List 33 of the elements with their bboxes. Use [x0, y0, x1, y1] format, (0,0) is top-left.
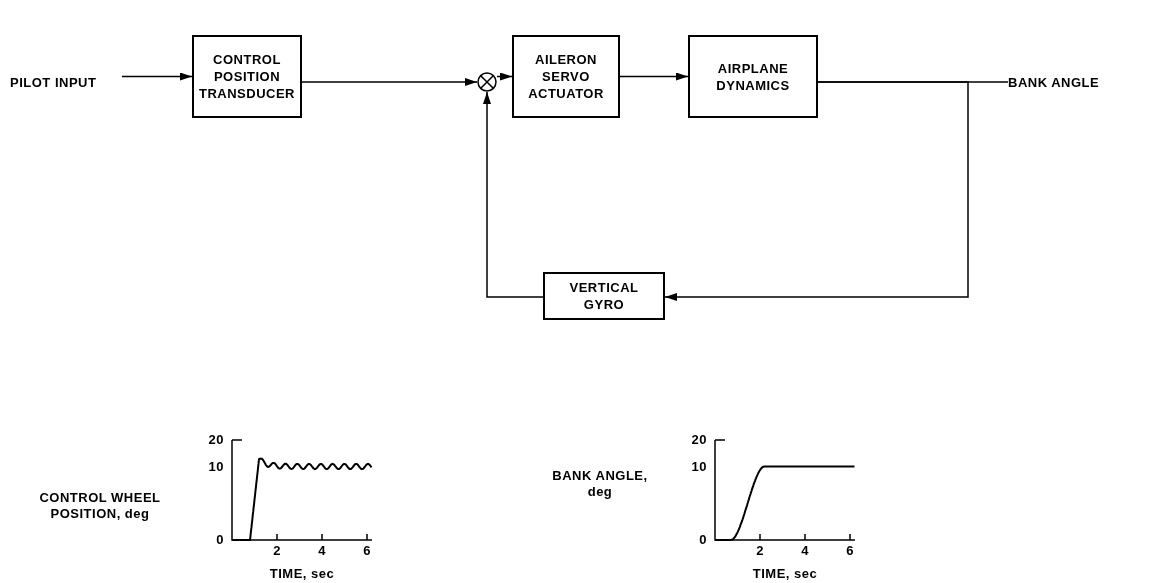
block-box	[688, 35, 818, 118]
tick-label: 2	[755, 543, 765, 559]
tick-label: 20	[690, 432, 707, 448]
tick-label: 4	[800, 543, 810, 559]
tick-label: 10	[690, 458, 707, 475]
axis-title: BANK ANGLE, deg	[551, 468, 649, 500]
arrow	[301, 78, 478, 86]
axis-title: CONTROL WHEEL POSITION, deg	[38, 490, 162, 522]
summing-junction	[477, 72, 497, 92]
tick-label: 0	[698, 532, 707, 548]
input-label: PILOT INPUT	[10, 70, 122, 94]
arrow	[121, 72, 193, 81]
block-label: AILERON SERVO ACTUATOR	[527, 51, 605, 102]
tick-label: 6	[845, 543, 855, 559]
arrow	[664, 81, 969, 301]
tick-label: 20	[207, 432, 224, 448]
tick-label: 2	[272, 543, 282, 559]
block-box	[543, 272, 665, 320]
output-label: BANK ANGLE	[1008, 70, 1148, 94]
arrow	[619, 72, 689, 81]
block-label: VERTICAL GYRO	[568, 279, 640, 313]
arrow	[496, 72, 513, 81]
block-label: AIRPLANE DYNAMICS	[715, 59, 791, 94]
block-box	[512, 35, 620, 118]
tick-label: 6	[362, 543, 372, 559]
axis-title: TIME, sec	[268, 566, 336, 582]
arrow	[483, 91, 544, 298]
block-label: CONTROL POSITION TRANSDUCER	[199, 51, 295, 102]
tick-label: 0	[215, 532, 224, 548]
tick-label: 4	[317, 543, 327, 559]
block-box	[192, 35, 302, 118]
tick-label: 10	[207, 458, 224, 475]
axis-title: TIME, sec	[751, 566, 819, 582]
